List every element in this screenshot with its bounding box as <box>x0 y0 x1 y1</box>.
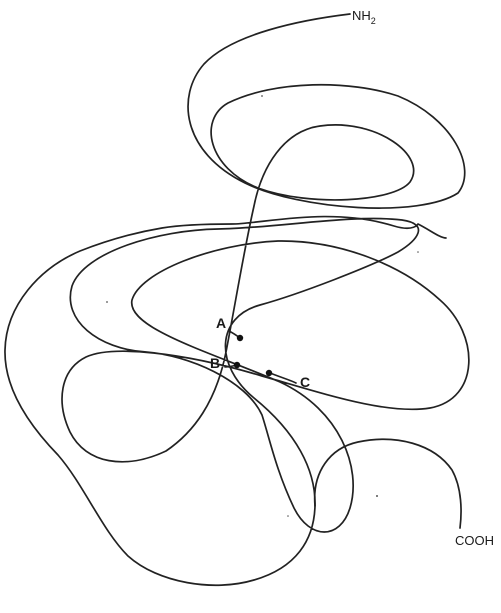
print-speck <box>287 515 289 517</box>
site-b-dot <box>234 362 240 368</box>
n-terminus-label: NH2 <box>352 8 376 26</box>
n-terminus-subscript: 2 <box>371 16 376 26</box>
site-a-label: A <box>216 315 226 331</box>
polypeptide-chain <box>5 14 469 585</box>
site-c-label: C <box>300 374 310 390</box>
c-terminal-tail <box>315 439 461 528</box>
site-b-label: B <box>210 355 220 371</box>
c-terminus-label: COOH <box>455 533 494 548</box>
print-speck <box>106 301 108 303</box>
site-c-dot <box>266 370 272 376</box>
print-speck <box>417 251 419 253</box>
print-speck <box>261 95 263 97</box>
n-terminus-base: NH <box>352 8 371 23</box>
print-speck <box>376 495 378 497</box>
site-a-dot <box>237 335 243 341</box>
